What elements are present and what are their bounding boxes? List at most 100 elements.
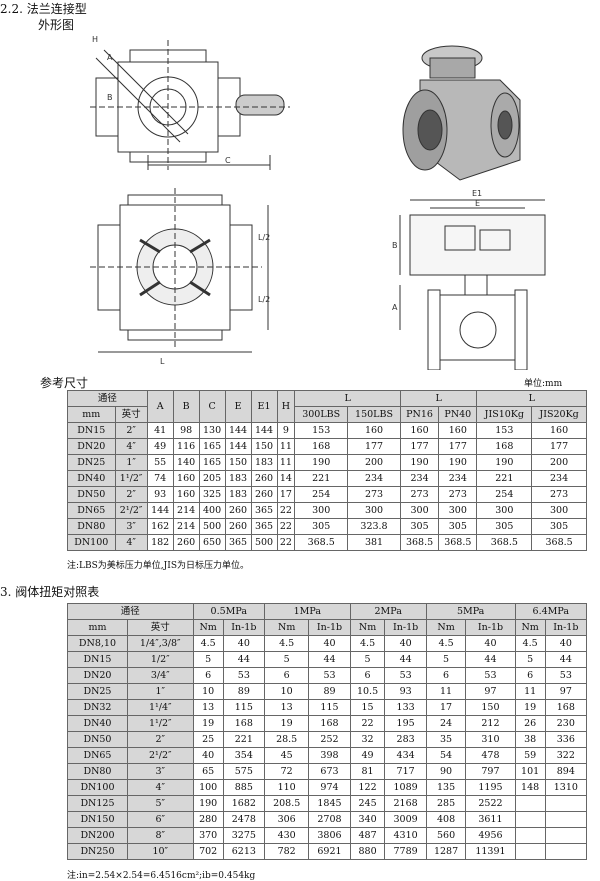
table-cell: 221 [222, 731, 265, 748]
table-cell: 260 [250, 470, 278, 487]
table-cell: 285 [425, 795, 467, 812]
table-cell: 22 [349, 715, 386, 732]
table-cell: 5″ [126, 795, 194, 812]
table-cell: DN20 [67, 667, 128, 684]
table-cell: DN100 [67, 779, 128, 796]
table-cell: 148 [514, 779, 546, 796]
table-cell: DN20 [67, 438, 116, 455]
table-cell: 2¹/2″ [114, 502, 148, 519]
table-cell: 2522 [465, 795, 516, 812]
table-cell: 368.5 [476, 534, 533, 551]
table-cell: 500 [250, 534, 278, 551]
table-cell: 3806 [308, 827, 351, 844]
table-cell: 150 [250, 438, 278, 455]
table-cell: 336 [544, 731, 588, 748]
table-cell: 177 [438, 438, 478, 455]
table-cell: 1195 [465, 779, 516, 796]
table-cell: 305 [399, 518, 440, 535]
table-cell: 260 [172, 534, 200, 551]
table-cell: 6 [192, 667, 224, 684]
table-cell: 53 [308, 667, 351, 684]
table-cell: 365 [250, 502, 278, 519]
table-cell: 7789 [384, 843, 427, 860]
table-cell: 322 [544, 747, 588, 764]
table-cell: 130 [198, 422, 226, 439]
section-heading-flange: 2.2. 法兰连接型 [0, 2, 87, 16]
table-cell: 13 [192, 699, 224, 716]
dims-note: 注:LBS为美标压力单位,JIS为日标压力单位。 [67, 561, 249, 571]
dim-label-B: B [107, 93, 113, 102]
table-cell: 40 [192, 747, 224, 764]
header-B: B [172, 390, 200, 423]
table-cell: 306 [263, 811, 310, 828]
table-cell: 190 [294, 454, 349, 471]
table-cell: 214 [172, 502, 200, 519]
table-cell: 702 [192, 843, 224, 860]
dims-title: 参考尺寸 [40, 376, 89, 390]
table-cell: 55 [146, 454, 174, 471]
table-cell: 283 [384, 731, 427, 748]
table-cell: 3275 [222, 827, 265, 844]
dim-label-L: L [160, 357, 165, 366]
table-cell: 165 [198, 438, 226, 455]
table-cell: 221 [294, 470, 349, 487]
table-cell: 153 [294, 422, 349, 439]
table-cell: 168 [294, 438, 349, 455]
table-cell: 195 [384, 715, 427, 732]
header-unit: In-1b [222, 619, 265, 636]
header-unit: Nm [514, 619, 546, 636]
table-cell: 782 [263, 843, 310, 860]
table-cell: 398 [308, 747, 351, 764]
table-cell: 300 [347, 502, 401, 519]
table-cell: 230 [544, 715, 588, 732]
table-cell: 260 [224, 518, 252, 535]
table-cell: 500 [198, 518, 226, 535]
table-cell: 260 [224, 502, 252, 519]
table-cell: 1089 [384, 779, 427, 796]
table-cell: 89 [222, 683, 265, 700]
table-cell: 65 [192, 763, 224, 780]
table-cell: 365 [224, 534, 252, 551]
table-cell: DN40 [67, 715, 128, 732]
table-cell: 53 [465, 667, 516, 684]
header-unit: In-1b [384, 619, 427, 636]
unit-label: 单位:mm [524, 379, 563, 389]
torque-note: 注:in=2.54×2.54=6.4516cm²;ib=0.454kg [67, 871, 256, 881]
table-cell: DN150 [67, 811, 128, 828]
header-L-lbs: L [294, 390, 401, 407]
table-cell: 305 [531, 518, 587, 535]
table-cell: 26 [514, 715, 546, 732]
subheading-outline-drawing: 外形图 [38, 18, 75, 32]
table-cell: 6 [514, 667, 546, 684]
table-cell: 10 [192, 683, 224, 700]
header-mm: mm [67, 619, 128, 636]
header-unit: Nm [425, 619, 467, 636]
valve-drawings: H A B C L L/2 L/2 [90, 35, 546, 370]
table-cell: 1″ [126, 683, 194, 700]
dim-label-L-half-bottom: L/2 [258, 295, 270, 304]
table-cell: 190 [438, 454, 478, 471]
table-cell: 717 [384, 763, 427, 780]
table-cell: 53 [544, 667, 588, 684]
table-cell: 260 [250, 486, 278, 503]
torque-table: 通径 0.5MPa 1MPa 2MPa 5MPa 6.4MPa mm 英寸 Nm… [67, 603, 588, 860]
header-inch: 英寸 [126, 619, 194, 636]
dim-label-E: E [475, 199, 480, 208]
table-cell: 122 [349, 779, 386, 796]
table-cell: 160 [438, 422, 478, 439]
table-cell: 144 [224, 422, 252, 439]
table-cell: 575 [222, 763, 265, 780]
table-cell: 160 [531, 422, 587, 439]
table-cell [514, 811, 546, 828]
table-cell: 1″ [114, 454, 148, 471]
table-cell: 11 [514, 683, 546, 700]
dim-label-L-half-top: L/2 [258, 233, 270, 242]
table-cell [544, 795, 588, 812]
table-cell: 245 [349, 795, 386, 812]
table-cell: 4″ [114, 534, 148, 551]
table-cell: 177 [399, 438, 440, 455]
